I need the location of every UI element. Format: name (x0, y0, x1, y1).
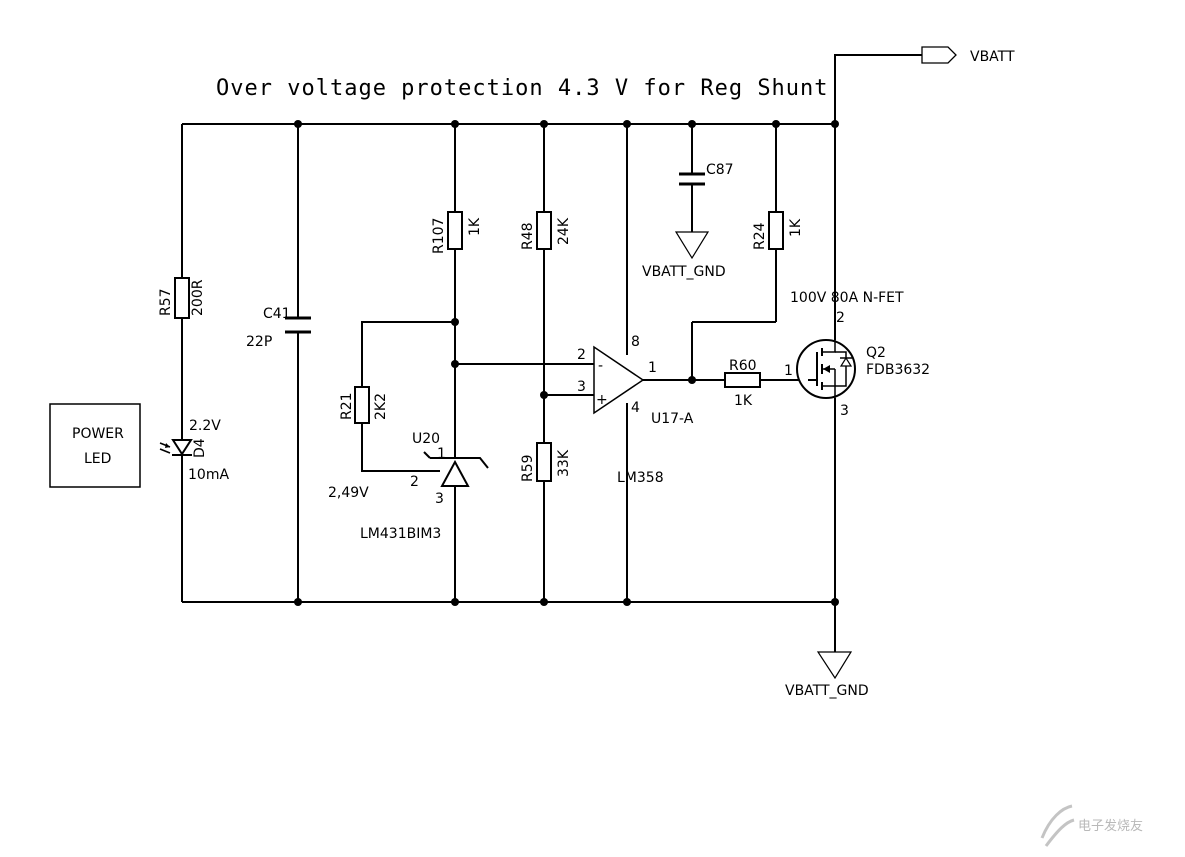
led-d4: 2.2V D4 10mA (159, 418, 229, 483)
zener-icon (440, 459, 470, 487)
mosfet-q2: 100V 80A N-FET 2 1 3 Q2 FDB3632 (784, 290, 930, 419)
d4-ref: D4 (192, 438, 208, 458)
resistor-r60: R60 1K (724, 358, 761, 409)
r24-value: 1K (788, 218, 804, 237)
u17-pin3: 3 (577, 379, 586, 395)
power-led-line1: POWER (72, 426, 124, 442)
light-ray-icon (165, 443, 170, 448)
r21-value: 2K2 (373, 393, 389, 420)
watermark-logo-icon (1040, 804, 1073, 839)
c41-value: 22P (246, 334, 272, 350)
d4-current: 10mA (188, 467, 229, 483)
capacitor-c87: C87 (679, 162, 734, 186)
r60-ref: R60 (729, 358, 757, 374)
vbatt-label: VBATT (970, 49, 1015, 65)
r107-value: 1K (467, 217, 483, 236)
opamp-triangle-icon (593, 345, 645, 415)
body-diode-icon (839, 356, 853, 367)
c41-ref: C41 (263, 306, 291, 322)
q2-pin1: 1 (784, 363, 793, 379)
shunt-regulator-u20: U20 1 2 3 2,49V LM431BIM3 (328, 431, 489, 542)
u17-part: LM358 (617, 470, 664, 486)
d4-voltage: 2.2V (189, 418, 221, 434)
vbatt-gnd-label-cap: VBATT_GND (642, 264, 726, 280)
r59-value: 33K (556, 449, 572, 477)
ground-symbol-c87: VBATT_GND (642, 231, 726, 280)
r48-value: 24K (556, 217, 572, 245)
power-led-box: POWER LED (49, 403, 141, 488)
vbatt-gnd-label-main: VBATT_GND (785, 683, 869, 699)
arrow-icon (823, 365, 830, 373)
resistor-r48: R48 24K (520, 211, 572, 250)
r57-ref: R57 (158, 288, 174, 316)
r59-ref: R59 (520, 454, 536, 482)
wires (181, 54, 922, 652)
u20-ref-voltage: 2,49V (328, 485, 369, 501)
u20-pin3: 3 (435, 491, 444, 507)
resistor-r57: R57 200R (158, 277, 206, 319)
diode-icon (171, 439, 193, 456)
opamp-plus-sign: + (596, 392, 608, 408)
u17-ref: U17-A (651, 411, 694, 427)
r21-ref: R21 (339, 392, 355, 420)
watermark-text: 电子发烧友 (1078, 818, 1143, 834)
q2-rating: 100V 80A N-FET (790, 290, 904, 306)
ground-icon (816, 651, 853, 680)
r24-ref: R24 (752, 222, 768, 250)
port-arrow-icon (921, 46, 957, 64)
u20-pin2: 2 (410, 474, 419, 490)
r48-ref: R48 (520, 222, 536, 250)
u17-pin4: 4 (631, 400, 640, 416)
resistor-r59: R59 33K (520, 442, 572, 482)
q2-part: FDB3632 (866, 362, 930, 378)
junction-dots (294, 120, 839, 606)
u17-pin1: 1 (648, 360, 657, 376)
opamp-u17: - + 2 3 1 8 4 U17-A LM358 (577, 334, 694, 486)
u20-ref: U20 (412, 431, 440, 447)
ground-symbol-main: VBATT_GND (785, 651, 869, 699)
r60-value: 1K (734, 393, 753, 409)
capacitor-c41: C41 22P (246, 306, 311, 350)
u20-part: LM431BIM3 (360, 526, 441, 542)
u17-pin2: 2 (577, 347, 586, 363)
r57-value: 200R (190, 279, 206, 316)
resistor-r107: R107 1K (431, 211, 483, 254)
q2-pin2: 2 (836, 310, 845, 326)
q2-ref: Q2 (866, 345, 886, 361)
resistor-r24: R24 1K (752, 211, 804, 250)
q2-pin3: 3 (840, 403, 849, 419)
c87-ref: C87 (706, 162, 734, 178)
vbatt-port: VBATT (921, 46, 1015, 65)
r107-ref: R107 (431, 218, 447, 254)
u17-pin8: 8 (631, 334, 640, 350)
schematic-title: Over voltage protection 4.3 V for Reg Sh… (216, 76, 829, 101)
power-led-line2: LED (84, 451, 111, 467)
u20-pin1: 1 (437, 446, 446, 462)
opamp-minus-sign: - (598, 358, 603, 374)
resistor-r21: R21 2K2 (339, 386, 389, 424)
watermark: 电子发烧友 (1040, 804, 1143, 847)
ground-icon (674, 231, 710, 260)
